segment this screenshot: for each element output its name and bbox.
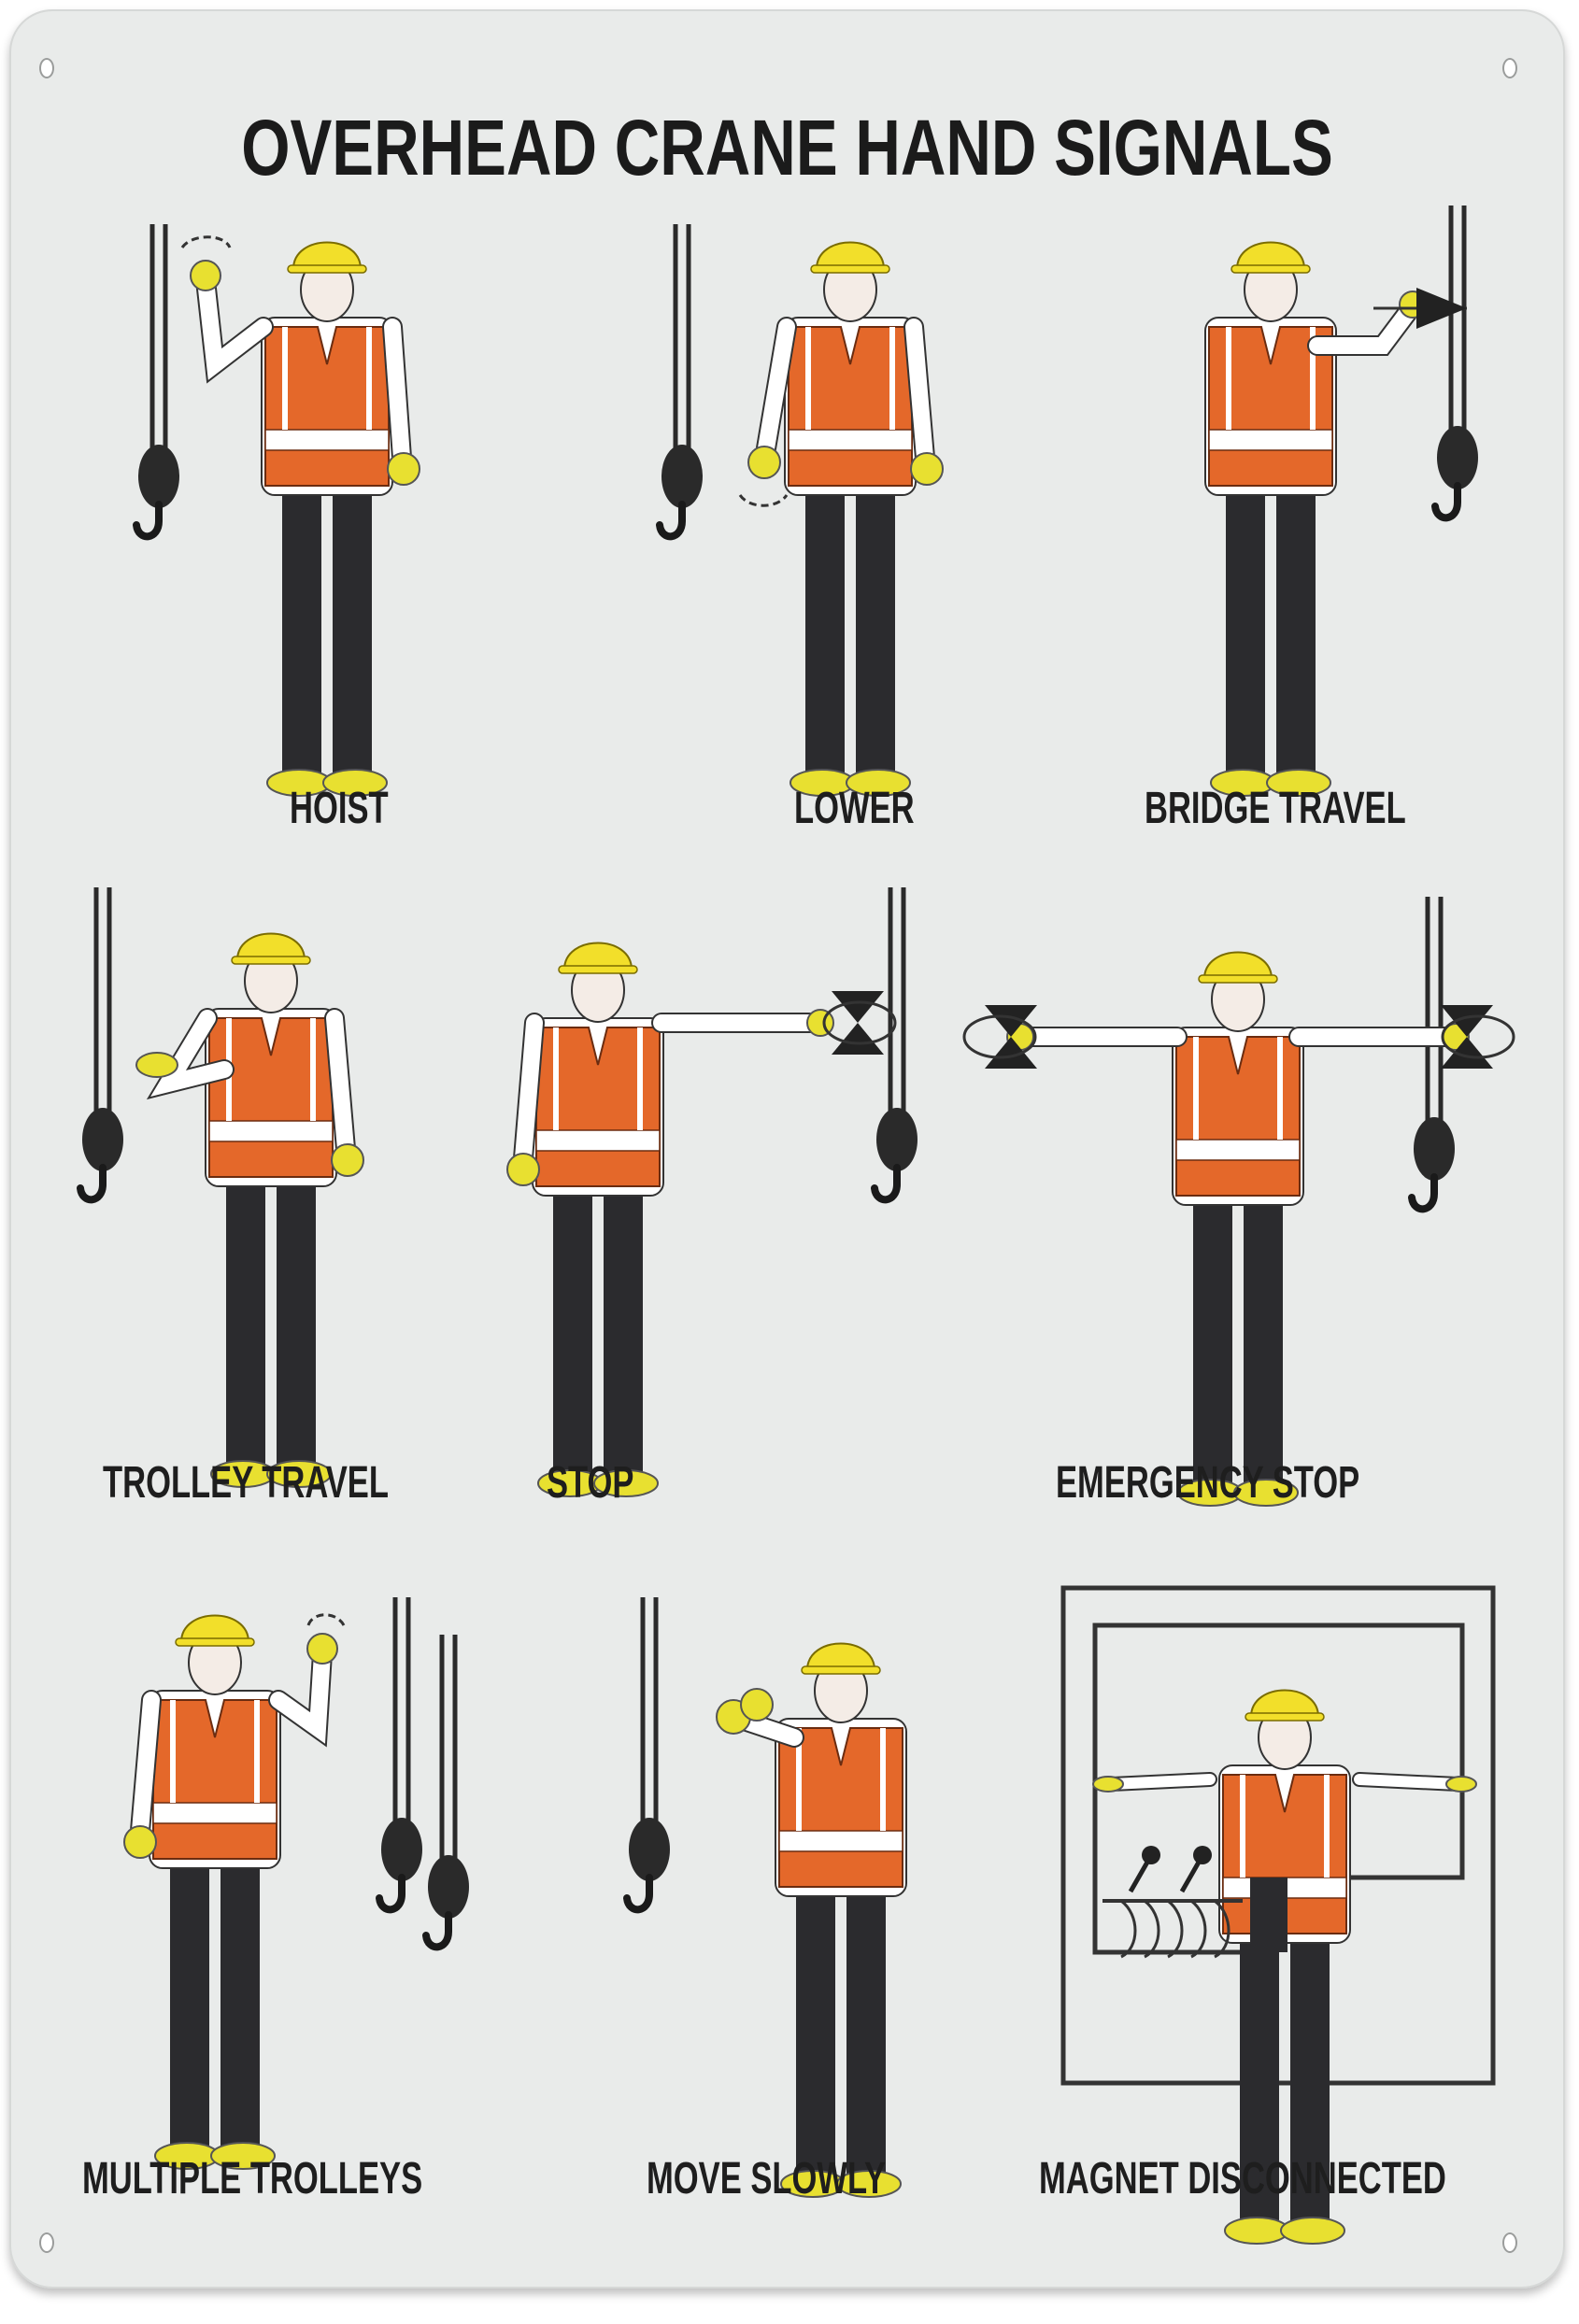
- bridge-travel-illustration: [1196, 205, 1514, 766]
- mounting-hole-top-left: [39, 58, 54, 78]
- hoist-illustration: [140, 224, 420, 785]
- trolley-travel-illustration: [84, 887, 364, 1448]
- signal-label-multiple-trolleys: MULTIPLE TROLLEYS: [82, 2154, 423, 2204]
- signal-label-emergency-stop: EMERGENCY STOP: [1056, 1458, 1360, 1508]
- multiple-trolleys-illustration: [123, 1597, 514, 2120]
- emergency-stop-illustration: [962, 887, 1515, 1448]
- signal-label-trolley-travel: TROLLEY TRAVEL: [103, 1458, 389, 1508]
- signal-label-hoist: HOIST: [290, 784, 389, 833]
- mounting-hole-top-right: [1502, 58, 1517, 78]
- sign-title: OVERHEAD CRANE HAND SIGNALS: [241, 104, 1333, 191]
- safety-sign-panel: OVERHEAD CRANE HAND SIGNALS: [9, 9, 1565, 2289]
- signal-label-bridge-travel: BRIDGE TRAVEL: [1145, 784, 1406, 833]
- magnet-disconnected-illustration: [1060, 1585, 1496, 2102]
- signal-label-stop: STOP: [547, 1458, 634, 1508]
- stop-illustration: [506, 887, 934, 1448]
- mounting-hole-bottom-right: [1502, 2232, 1517, 2253]
- signal-label-lower: LOWER: [794, 784, 915, 833]
- signal-label-move-slowly: MOVE SLOWLY: [647, 2154, 887, 2204]
- signal-label-magnet-disconnected: MAGNET DISCONNECTED: [1039, 2154, 1446, 2204]
- mounting-hole-bottom-left: [39, 2232, 54, 2253]
- lower-illustration: [663, 224, 944, 785]
- move-slowly-illustration: [626, 1597, 944, 2120]
